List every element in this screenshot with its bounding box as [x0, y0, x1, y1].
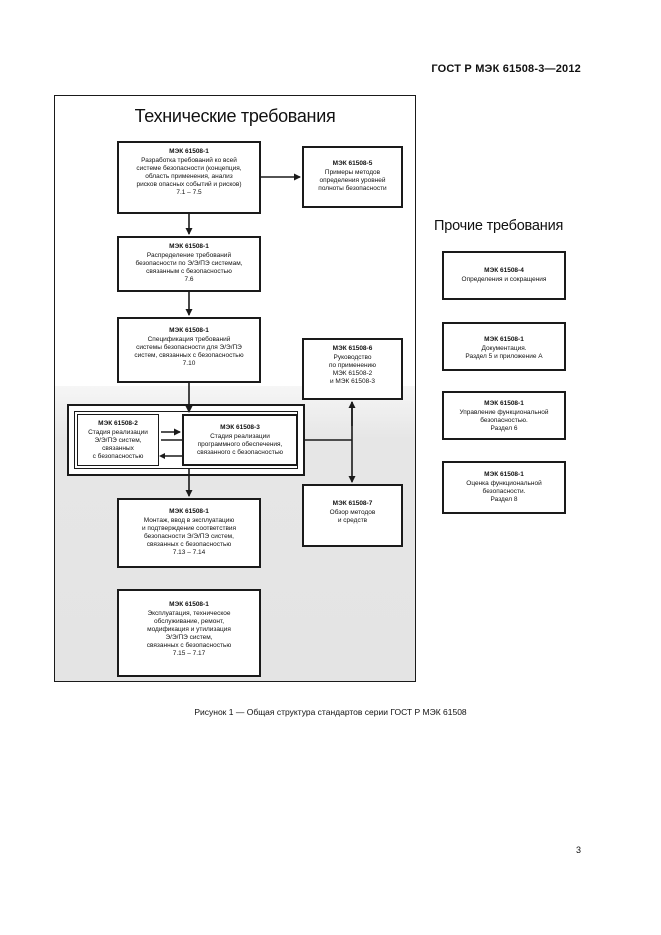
box-safety-requirements-specification: МЭК 61508-1 Спецификация требований сист…	[117, 317, 261, 383]
figure-caption: Рисунок 1 — Общая структура стандартов с…	[194, 707, 467, 717]
box-text: Спецификация требований системы безопасн…	[134, 335, 244, 367]
box-text: Руководство по применению МЭК 61508-2 и …	[328, 353, 377, 385]
box-functional-safety-management: МЭК 61508-1 Управление функциональной бе…	[442, 391, 566, 440]
box-code: МЭК 61508-7	[332, 500, 373, 507]
box-allocation-requirements: МЭК 61508-1 Распределение требований без…	[117, 236, 261, 292]
box-code: МЭК 61508-1	[169, 243, 209, 250]
connector-lines	[159, 173, 356, 497]
other-requirements-title: Прочие требования	[434, 218, 564, 234]
box-code: МЭК 61508-6	[332, 345, 373, 352]
box-operation-maintenance: МЭК 61508-1 Эксплуатация, техническое об…	[117, 589, 261, 677]
box-code: МЭК 61508-1	[169, 327, 209, 334]
box-sil-methods-examples: МЭК 61508-5 Примеры методов определения …	[302, 146, 403, 208]
box-code: МЭК 61508-2	[98, 420, 138, 427]
box-eepe-realisation: МЭК 61508-2 Стадия реализации Э/Э/ПЭ сис…	[77, 414, 159, 466]
box-documentation: МЭК 61508-1 Документация. Раздел 5 и при…	[442, 322, 566, 371]
box-definitions: МЭК 61508-4 Определения и сокращения	[442, 251, 566, 300]
box-code: МЭК 61508-1	[484, 471, 524, 478]
box-functional-safety-assessment: МЭК 61508-1 Оценка функциональной безопа…	[442, 461, 566, 514]
box-code: МЭК 61508-1	[484, 336, 524, 343]
box-code: МЭК 61508-5	[332, 160, 373, 167]
box-text: Разработка требований ко всей системе бе…	[136, 156, 242, 196]
box-text: Распределение требований безопасности по…	[135, 251, 243, 283]
box-code: МЭК 61508-4	[484, 267, 524, 274]
box-text: Определения и сокращения	[461, 275, 547, 283]
box-code: МЭК 61508-1	[169, 601, 209, 608]
box-code: МЭК 61508-1	[169, 148, 209, 155]
box-overall-safety-requirements: МЭК 61508-1 Разработка требований ко все…	[117, 141, 261, 214]
box-text: Документация. Раздел 5 и приложение А	[465, 344, 543, 360]
document-header: ГОСТ Р МЭК 61508-3—2012	[431, 63, 581, 75]
technical-requirements-frame: Технические требования МЭК 61508-1 Разра…	[54, 95, 416, 682]
box-text: Стадия реализации программного обеспечен…	[197, 432, 283, 456]
box-code: МЭК 61508-1	[484, 400, 524, 407]
technical-requirements-title: Технические требования	[134, 106, 336, 126]
box-text: Оценка функциональной безопасности. Разд…	[466, 479, 542, 503]
box-text: Эксплуатация, техническое обслуживание, …	[146, 609, 232, 657]
box-text: Обзор методов и средств	[329, 508, 376, 524]
box-software-realisation: МЭК 61508-3 Стадия реализации программно…	[182, 414, 298, 466]
box-text: Примеры методов определения уровней полн…	[318, 168, 387, 192]
box-code: МЭК 61508-3	[220, 424, 260, 431]
box-text: Монтаж, ввод в эксплуатацию и подтвержде…	[141, 516, 237, 556]
box-installation-commissioning: МЭК 61508-1 Монтаж, ввод в эксплуатацию …	[117, 498, 261, 568]
page-number: 3	[575, 845, 581, 855]
box-text: Стадия реализации Э/Э/ПЭ систем, связанн…	[88, 428, 148, 460]
box-techniques-overview: МЭК 61508-7 Обзор методов и средств	[302, 484, 403, 547]
box-text: Управление функциональной безопасностью.…	[459, 408, 549, 432]
box-code: МЭК 61508-1	[169, 508, 209, 515]
box-application-guidelines: МЭК 61508-6 Руководство по применению МЭ…	[302, 338, 403, 400]
